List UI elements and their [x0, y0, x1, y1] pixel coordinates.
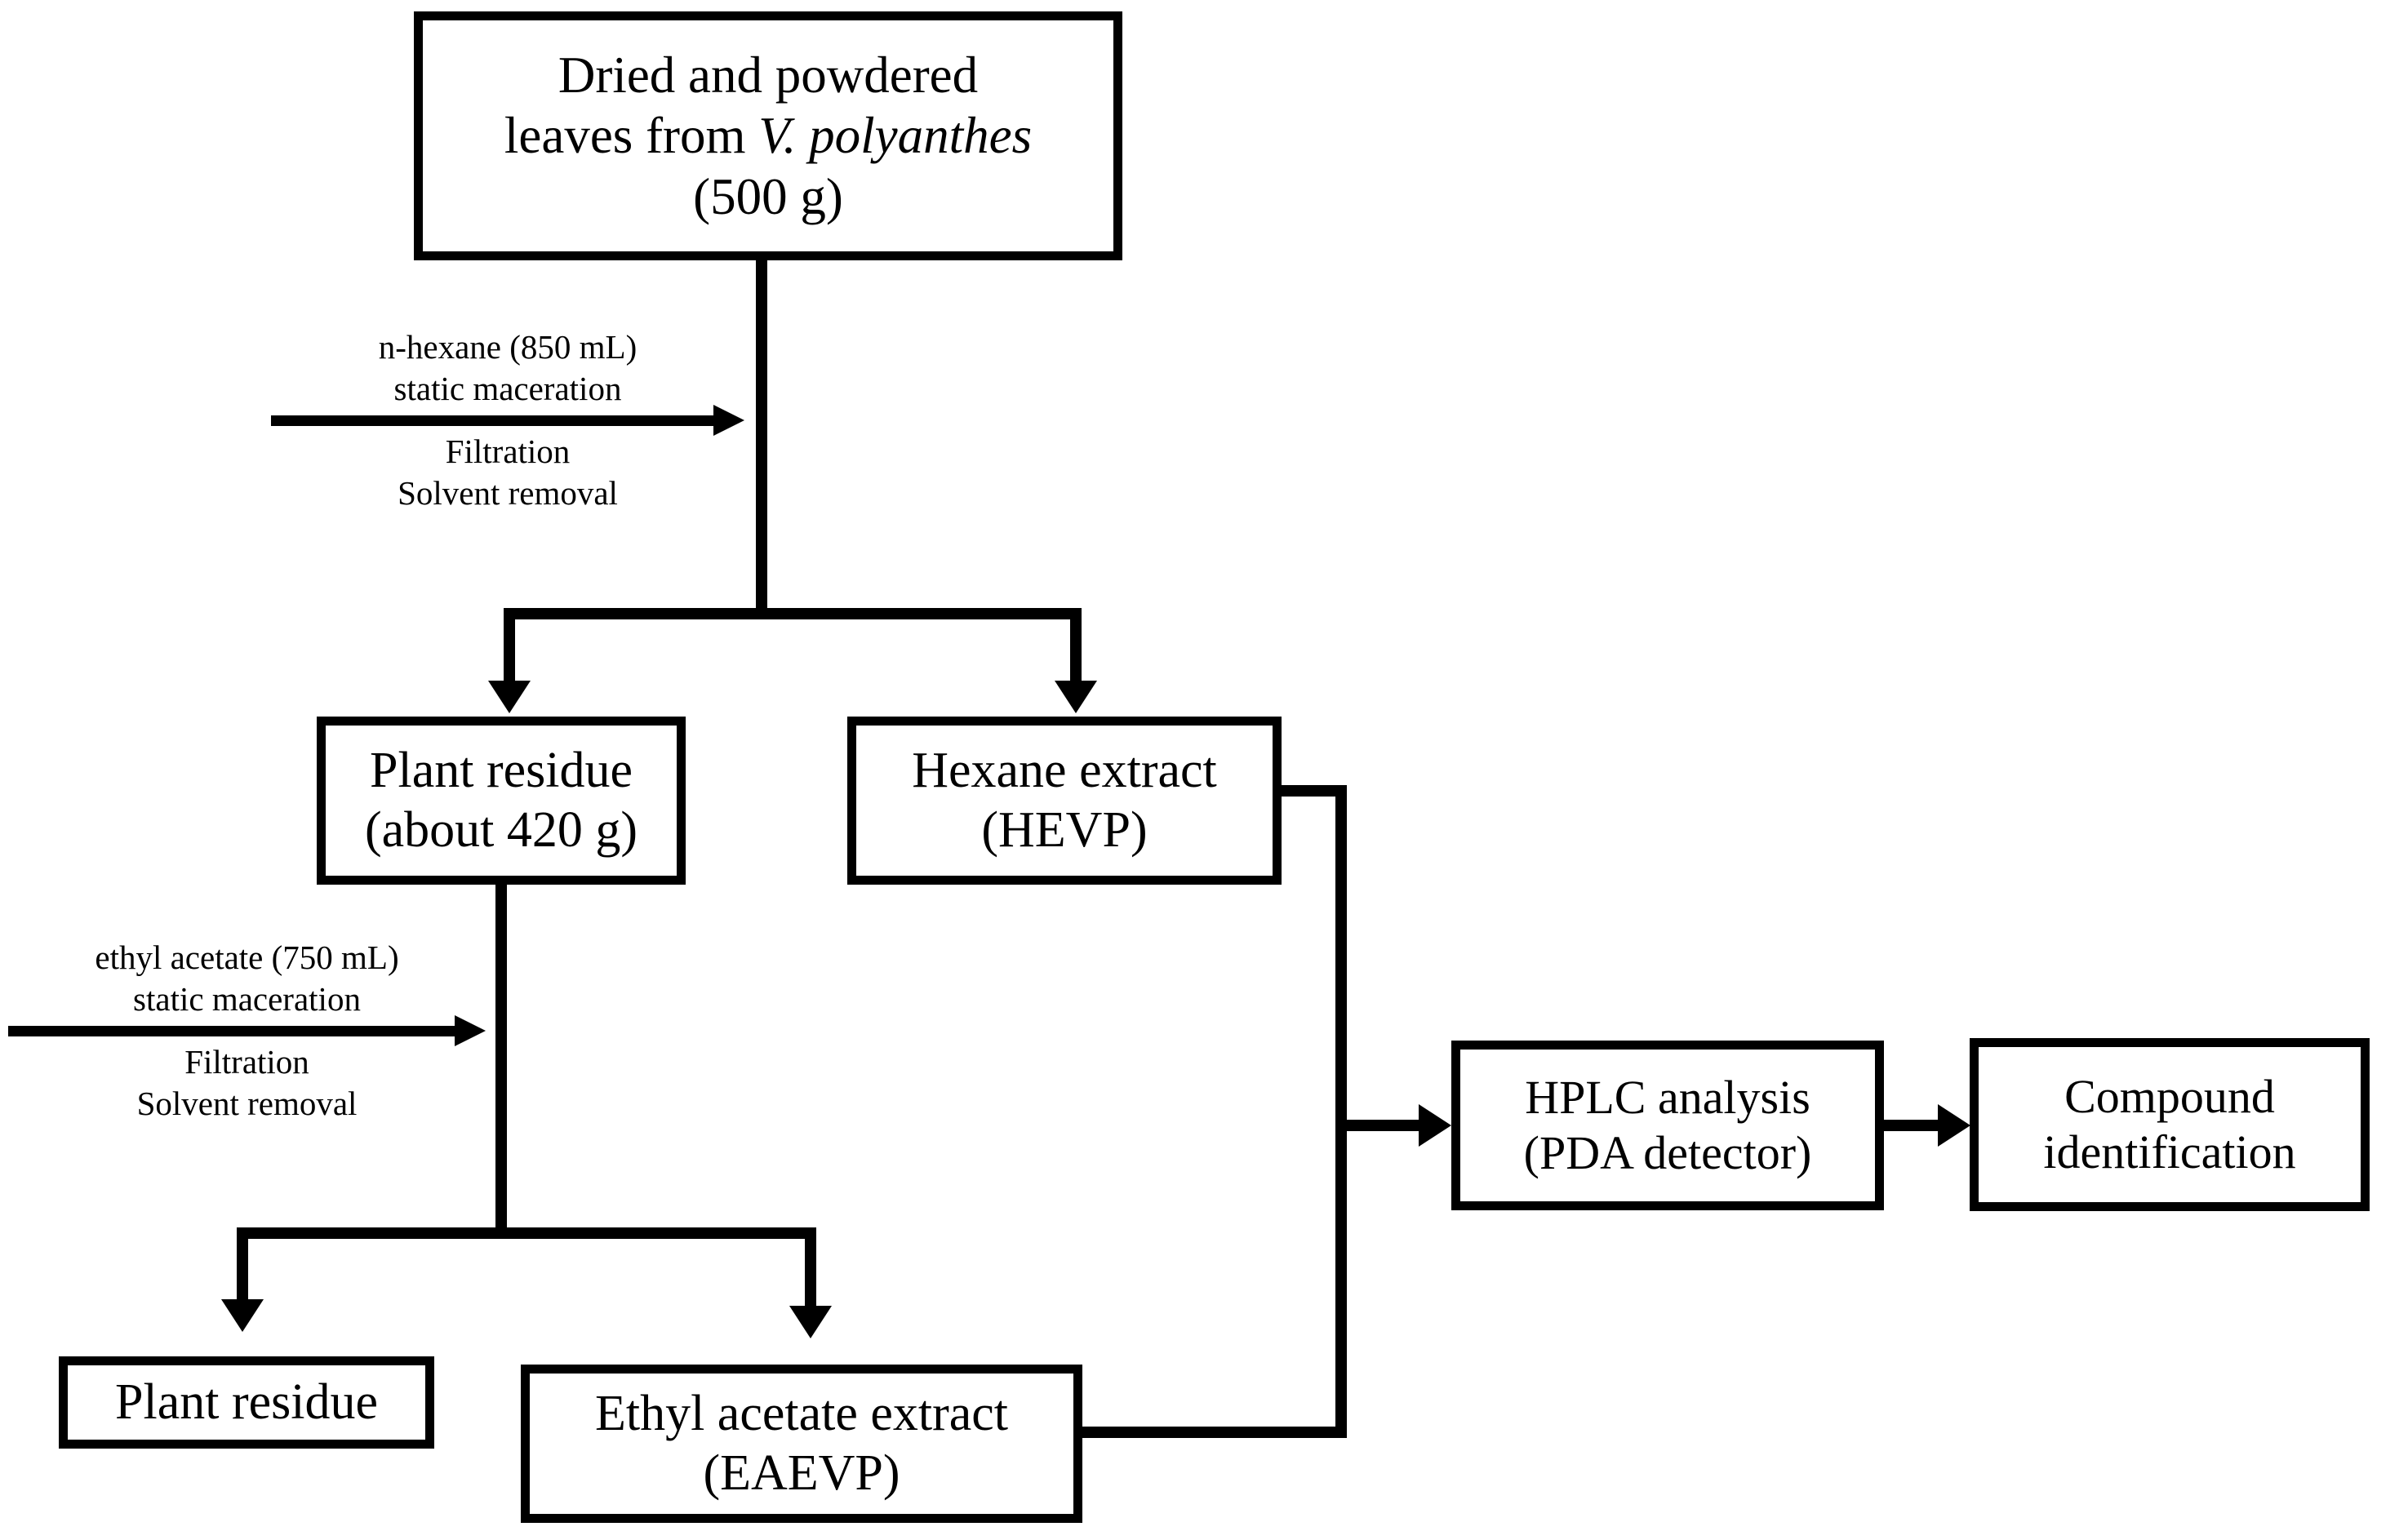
node-source-line-2-prefix: leaves from — [504, 107, 759, 165]
annotation-hexane-filtration: Filtration — [445, 432, 571, 470]
edge-source-stem — [756, 260, 767, 619]
arrowhead-to-hplc — [1419, 1104, 1451, 1147]
annotation-ethyl-acetate-below: Filtration Solvent removal — [137, 1041, 358, 1125]
annotation-ethyl-acetate-maceration: static maceration — [133, 980, 361, 1019]
edge-split-2-bar — [237, 1227, 816, 1239]
node-source-species: V. polyanthes — [758, 107, 1033, 165]
node-plant-residue-1-line-1: Plant residue — [370, 742, 633, 798]
edge-split-2-left-drop — [237, 1227, 248, 1303]
annotation-hexane-arrow-shaft — [271, 415, 713, 426]
annotation-hexane-solvent: n-hexane (850 mL) — [379, 326, 638, 368]
edge-hexane-to-bus — [1282, 785, 1347, 797]
node-plant-residue-1[interactable]: Plant residue (about 420 g) — [317, 717, 686, 885]
node-ethyl-acetate-extract[interactable]: Ethyl acetate extract (EAEVP) — [521, 1365, 1082, 1523]
node-hexane-extract[interactable]: Hexane extract (HEVP) — [847, 717, 1282, 885]
arrowhead-to-hexane-extract — [1055, 681, 1097, 713]
edge-hplc-to-compound — [1884, 1120, 1941, 1131]
arrowhead-to-ethyl-acetate-extract — [789, 1306, 832, 1338]
node-plant-residue-2[interactable]: Plant residue — [59, 1356, 434, 1449]
annotation-ethyl-acetate-above: ethyl acetate (750 mL) static maceration — [95, 937, 398, 1021]
annotation-hexane-extraction: n-hexane (850 mL) static maceration Filt… — [271, 326, 744, 514]
edge-ethyl-acetate-to-bus — [1082, 1427, 1347, 1438]
node-hplc-analysis-line-2: (PDA detector) — [1523, 1126, 1812, 1179]
arrowhead-to-plant-residue-2 — [221, 1299, 264, 1332]
node-hplc-analysis-line-1: HPLC analysis — [1525, 1070, 1810, 1124]
annotation-ethyl-acetate-extraction: ethyl acetate (750 mL) static maceration… — [8, 937, 486, 1125]
edge-split-1-bar — [504, 608, 1082, 619]
node-source-line-3: (500 g) — [693, 167, 843, 225]
annotation-ethyl-acetate-arrowhead — [455, 1014, 486, 1046]
node-source-line-2: leaves from V. polyanthes — [504, 105, 1032, 166]
annotation-ethyl-acetate-solvent: ethyl acetate (750 mL) — [95, 939, 399, 976]
node-hexane-extract-line-2: (HEVP) — [981, 802, 1148, 858]
node-hexane-extract-line-1: Hexane extract — [912, 742, 1217, 798]
node-hplc-analysis[interactable]: HPLC analysis (PDA detector) — [1451, 1041, 1884, 1210]
annotation-hexane-below: Filtration Solvent removal — [398, 431, 618, 515]
annotation-hexane-above: n-hexane (850 mL) static maceration — [379, 326, 638, 411]
edge-split-2-right-drop — [805, 1227, 816, 1309]
edge-plant-residue-1-stem — [495, 885, 507, 1234]
annotation-hexane-arrowhead — [713, 404, 744, 436]
arrowhead-to-compound-identification — [1938, 1104, 1970, 1147]
edge-split-1-right-drop — [1070, 608, 1082, 684]
annotation-ethyl-acetate-solvent-removal: Solvent removal — [136, 1084, 358, 1122]
annotation-ethyl-acetate-arrow — [8, 1014, 486, 1046]
node-ethyl-acetate-extract-line-2: (EAEVP) — [703, 1445, 900, 1501]
arrowhead-to-plant-residue-1 — [488, 681, 531, 713]
node-plant-residue-1-line-2: (about 420 g) — [364, 802, 638, 858]
annotation-hexane-solvent-rest: -hexane (850 mL) — [395, 328, 638, 366]
node-compound-identification[interactable]: Compound identification — [1970, 1038, 2370, 1211]
annotation-ethyl-acetate-filtration: Filtration — [184, 1042, 309, 1081]
node-compound-identification-line-2: identification — [2043, 1125, 2296, 1178]
node-source-material[interactable]: Dried and powdered leaves from V. polyan… — [414, 11, 1122, 260]
annotation-hexane-maceration: static maceration — [393, 370, 622, 408]
node-ethyl-acetate-extract-line-1: Ethyl acetate extract — [594, 1385, 1009, 1441]
annotation-hexane-solvent-italic: n — [378, 328, 396, 366]
edge-bus-to-hplc — [1347, 1120, 1422, 1131]
annotation-ethyl-acetate-arrow-shaft — [8, 1025, 455, 1036]
node-compound-identification-line-1: Compound — [2064, 1069, 2275, 1123]
edge-split-1-left-drop — [504, 608, 515, 684]
annotation-hexane-solvent-removal: Solvent removal — [398, 473, 618, 512]
node-plant-residue-2-line-1: Plant residue — [115, 1374, 378, 1430]
annotation-hexane-arrow — [271, 404, 744, 436]
node-source-line-1: Dried and powdered — [558, 47, 979, 104]
edge-merge-bus — [1335, 785, 1347, 1438]
